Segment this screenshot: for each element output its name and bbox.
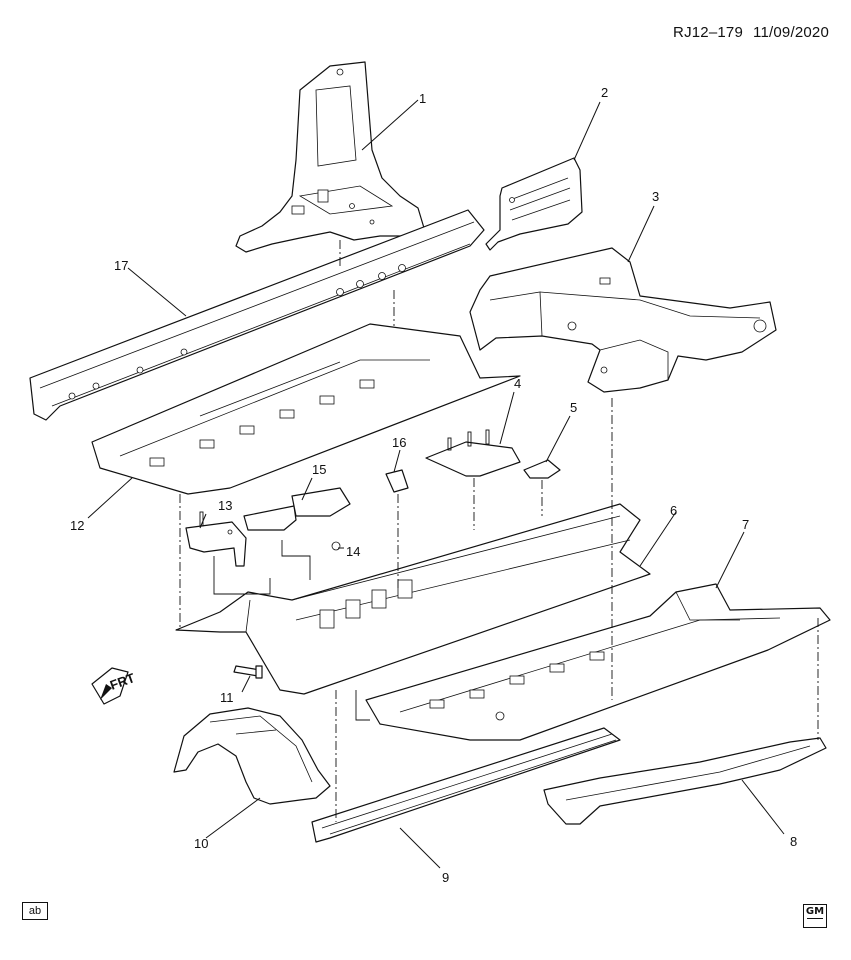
diagram-header: RJ12–179 11/09/2020 [663, 24, 829, 41]
part-13-bracket [185, 511, 247, 567]
illustration-code-box: ab [22, 902, 48, 920]
part-10-wheelhouse [173, 707, 331, 805]
callout-1: 1 [419, 91, 426, 106]
callout-12: 12 [70, 518, 84, 533]
callout-6: 6 [670, 503, 677, 518]
part-5-clamp [523, 459, 561, 479]
part-14-nut [331, 541, 341, 551]
callout-15: 15 [312, 462, 326, 477]
callout-9: 9 [442, 870, 449, 885]
part-1-pillar [235, 61, 425, 253]
callout-13: 13 [218, 498, 232, 513]
part-3-crossmember [469, 247, 777, 393]
callout-17: 17 [114, 258, 128, 273]
part-15-bracket [243, 487, 351, 531]
diagram-date: 11/09/2020 [753, 24, 829, 41]
part-9-rocker [311, 727, 621, 843]
part-8-rail [543, 737, 827, 825]
callout-10: 10 [194, 836, 208, 851]
callout-3: 3 [652, 189, 659, 204]
part-17-rocker [29, 209, 485, 421]
callout-11: 11 [220, 690, 234, 705]
leader-lines [87, 99, 785, 869]
callout-14: 14 [346, 544, 360, 559]
part-12-floor-panel [91, 323, 521, 495]
part-16-clip [385, 469, 409, 493]
diagram-code: RJ12–179 [673, 24, 744, 41]
part-4-bracket [425, 429, 521, 477]
part-6-center-floor [175, 503, 651, 695]
front-arrow-icon [91, 667, 129, 705]
callout-4: 4 [514, 376, 521, 391]
callout-2: 2 [601, 85, 608, 100]
gm-logo: GM [803, 904, 827, 928]
alignment-lines [179, 240, 819, 822]
callout-8: 8 [790, 834, 797, 849]
part-7-floor-panel [365, 583, 831, 741]
gm-logo-text: GM [805, 906, 825, 917]
callout-5: 5 [570, 400, 577, 415]
part-11-pin [233, 665, 263, 679]
callout-labels: 1 2 3 4 5 6 7 8 9 10 11 12 13 14 15 16 1… [70, 85, 797, 885]
part-2-panel [485, 157, 583, 251]
callout-16: 16 [392, 435, 406, 450]
callout-7: 7 [742, 517, 749, 532]
